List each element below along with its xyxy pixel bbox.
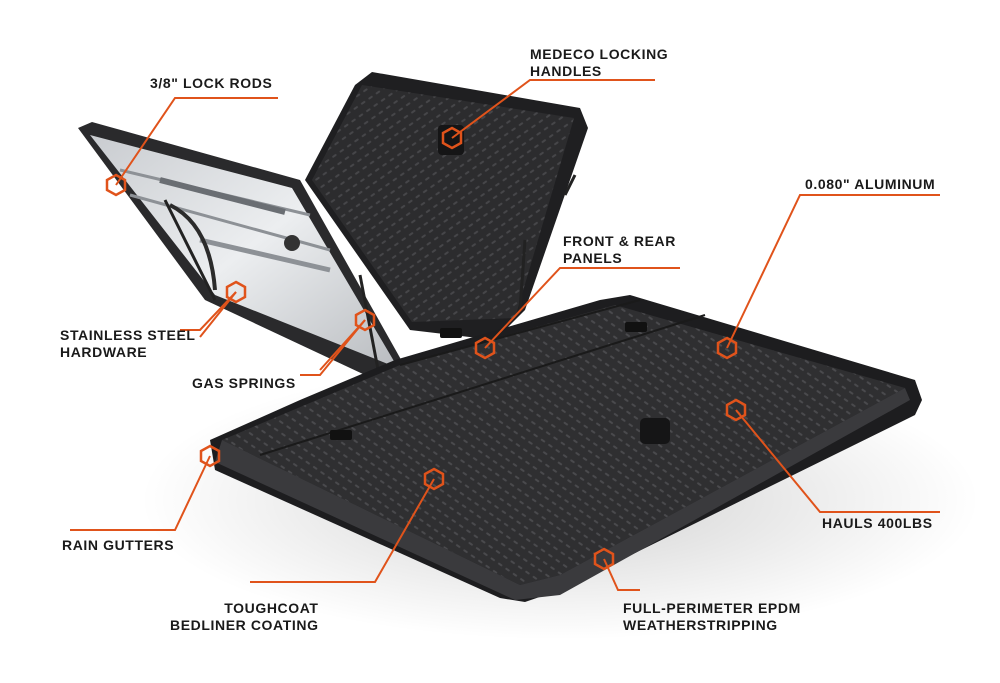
hex-hauls xyxy=(725,398,747,422)
callout-toughcoat: TOUGHCOAT BEDLINER COATING xyxy=(170,600,319,634)
hex-aluminum xyxy=(716,336,738,360)
callout-hauls-line-1: HAULS 400LBS xyxy=(822,515,933,531)
hex-rain-gutters xyxy=(199,444,221,468)
flat-lid xyxy=(210,295,922,602)
callout-epdm-line-1: FULL-PERIMETER EPDM xyxy=(623,600,801,616)
callout-leaders xyxy=(70,79,940,591)
callout-front-rear-line-1: FRONT & REAR xyxy=(563,233,676,249)
hex-lock-rods xyxy=(105,173,127,197)
hex-gas-springs xyxy=(354,308,376,332)
open-panel-underside xyxy=(78,122,408,382)
hex-markers xyxy=(105,126,747,571)
callout-epdm-line-2: WEATHERSTRIPPING xyxy=(623,617,778,633)
hex-toughcoat xyxy=(423,467,445,491)
callout-hauls: HAULS 400LBS xyxy=(822,515,933,532)
callout-front-rear-line-2: PANELS xyxy=(563,250,623,266)
hex-medeco xyxy=(441,126,463,150)
callout-stainless-line-2: HARDWARE xyxy=(60,344,148,360)
callout-gas-springs: GAS SPRINGS xyxy=(192,375,296,392)
callout-stainless: STAINLESS STEEL HARDWARE xyxy=(60,327,196,361)
callout-toughcoat-line-2: BEDLINER COATING xyxy=(170,617,319,633)
callout-epdm: FULL-PERIMETER EPDM WEATHERSTRIPPING xyxy=(623,600,801,634)
callout-medeco: MEDECO LOCKING HANDLES xyxy=(530,46,668,80)
hex-epdm xyxy=(593,547,615,571)
callout-rain-gutters: RAIN GUTTERS xyxy=(62,537,174,554)
callout-front-rear: FRONT & REAR PANELS xyxy=(563,233,676,267)
hex-front-rear xyxy=(474,336,496,360)
callout-toughcoat-line-1: TOUGHCOAT xyxy=(224,600,319,616)
hex-stainless xyxy=(225,280,247,304)
upright-panel xyxy=(305,72,588,340)
callout-medeco-line-1: MEDECO LOCKING xyxy=(530,46,669,62)
callout-gas-springs-line-1: GAS SPRINGS xyxy=(192,375,296,391)
callout-lock-rods: 3/8" LOCK RODS xyxy=(150,75,272,92)
callout-aluminum-line-1: 0.080" ALUMINUM xyxy=(805,176,936,192)
callout-lock-rods-line-1: 3/8" LOCK RODS xyxy=(150,75,273,91)
callout-stainless-line-1: STAINLESS STEEL xyxy=(60,327,196,343)
callout-aluminum: 0.080" ALUMINUM xyxy=(805,176,935,193)
callout-medeco-line-2: HANDLES xyxy=(530,63,602,79)
callout-rain-gutters-line-1: RAIN GUTTERS xyxy=(62,537,175,553)
